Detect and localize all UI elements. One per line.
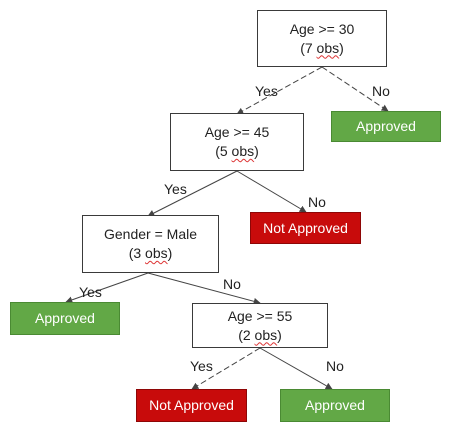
leaf-not-approved: Not Approved: [136, 389, 247, 422]
edge-age30-yes: [236, 66, 323, 115]
edge-label-yes: Yes: [255, 83, 278, 99]
leaf-approved: Approved: [10, 302, 120, 335]
decision-node-age-45: Age >= 45 (5 obs): [170, 113, 304, 171]
leaf-label: Approved: [356, 118, 416, 135]
edge-label-yes: Yes: [164, 181, 187, 197]
edge-age30-no: [321, 66, 389, 112]
edge-age55-yes: [191, 347, 261, 390]
leaf-not-approved: Not Approved: [250, 212, 361, 244]
node-observation-count: (3 obs): [128, 245, 173, 261]
edge-gender-yes: [65, 272, 149, 304]
node-observation-count: (7 obs): [300, 39, 344, 56]
leaf-label: Not Approved: [149, 397, 234, 414]
decision-node-age-30: Age >= 30 (7 obs): [257, 10, 387, 67]
node-condition: Gender = Male: [104, 226, 197, 243]
edge-label-no: No: [372, 83, 390, 99]
leaf-approved: Approved: [280, 389, 390, 422]
leaf-label: Approved: [305, 397, 365, 414]
leaf-label: Not Approved: [263, 219, 348, 236]
leaf-label: Approved: [35, 310, 95, 327]
edge-label-no: No: [308, 194, 326, 210]
edge-gender-no: [147, 272, 261, 305]
edge-age45-yes: [147, 170, 238, 217]
edge-label-yes: Yes: [190, 358, 213, 374]
node-observation-count: (2 obs): [238, 326, 282, 343]
node-condition: Age >= 45: [204, 124, 270, 141]
edge-age45-no: [236, 170, 307, 213]
node-condition: Age >= 55: [227, 307, 293, 324]
edge-label-no: No: [223, 276, 241, 292]
node-condition: Age >= 30: [289, 20, 355, 37]
edge-label-no: No: [326, 358, 344, 374]
node-observation-count: (5 obs): [215, 143, 259, 159]
edge-label-yes: Yes: [79, 284, 102, 300]
leaf-approved: Approved: [331, 111, 441, 142]
edge-age55-no: [259, 347, 333, 390]
decision-node-age-55: Age >= 55 (2 obs): [192, 303, 328, 348]
decision-node-gender-male: Gender = Male (3 obs): [82, 215, 219, 273]
